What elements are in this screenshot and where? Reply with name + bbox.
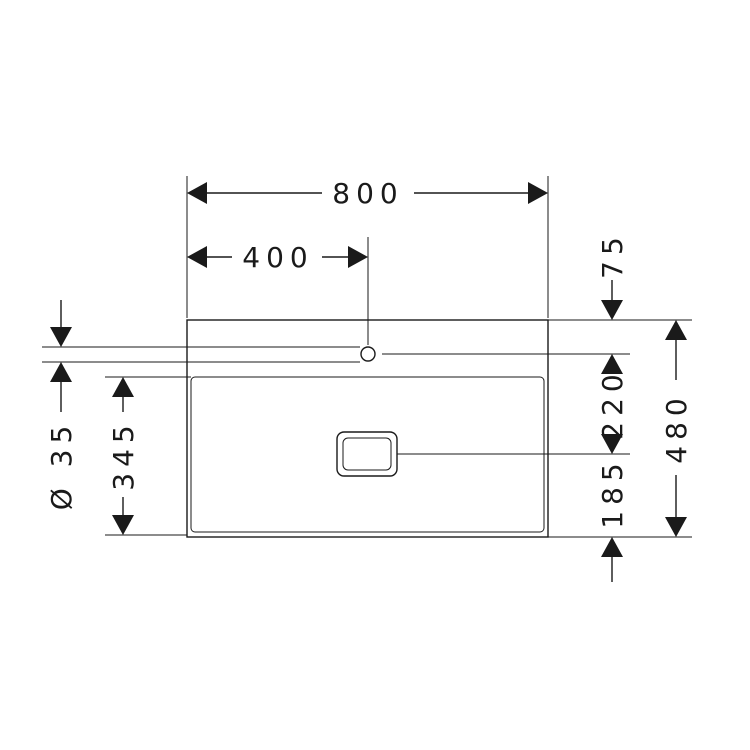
dimension-overall-width: 800 bbox=[187, 177, 548, 210]
dimension-label-75: 75 bbox=[596, 231, 629, 279]
dimension-label-400: 400 bbox=[242, 241, 313, 274]
dimension-label-800: 800 bbox=[332, 177, 403, 210]
tap-hole bbox=[360, 346, 376, 362]
dimension-overall-depth: 480 bbox=[660, 320, 693, 537]
dimension-label-diameter-35: Ø 35 bbox=[45, 420, 78, 511]
dimension-tap-offset: 400 bbox=[187, 241, 368, 274]
extension-lines bbox=[42, 176, 692, 538]
dimension-label-220: 220 bbox=[596, 368, 629, 439]
drain-cover-inner bbox=[342, 437, 392, 471]
dimension-label-480: 480 bbox=[660, 392, 693, 463]
basin-outline bbox=[186, 319, 549, 538]
dimension-bowl-depth: 345 bbox=[107, 377, 140, 535]
dimension-drain-to-bottom: 185 bbox=[596, 457, 629, 582]
basin-outer-edge bbox=[186, 319, 549, 538]
dimension-label-185: 185 bbox=[596, 457, 629, 528]
dimension-top-to-tap: 75 bbox=[596, 231, 629, 320]
dimension-tap-hole-diameter: Ø 35 bbox=[45, 300, 78, 510]
dimension-tap-to-drain: 220 bbox=[596, 354, 629, 454]
dimension-label-345: 345 bbox=[107, 419, 140, 490]
